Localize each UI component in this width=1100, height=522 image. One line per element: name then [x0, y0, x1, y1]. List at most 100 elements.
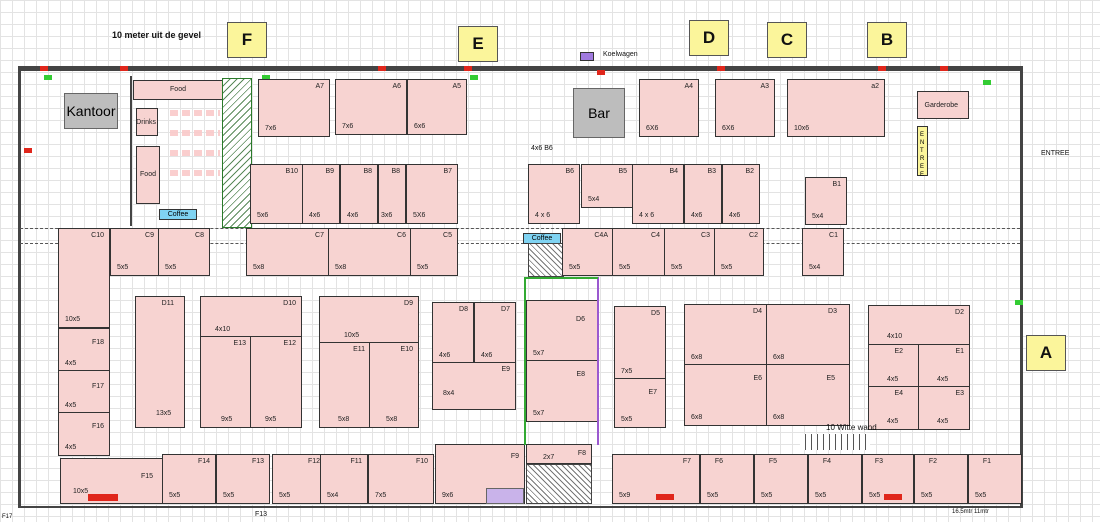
booth-size: 5x9	[619, 492, 631, 499]
booth-size: 5x5	[869, 492, 881, 499]
booth-size: 13x5	[156, 410, 172, 417]
zone-sign-a: A	[1026, 335, 1066, 371]
booth-id: E3	[955, 390, 964, 397]
booth-size: 5x5	[169, 492, 181, 499]
booth-size: 5x8	[386, 416, 398, 423]
food-stand-top: Food	[133, 80, 223, 100]
entree-sign-label: ENTREE	[920, 132, 925, 178]
green-marker	[983, 80, 991, 85]
booth-id: F18	[91, 339, 104, 346]
booth-size: 5x5	[569, 264, 581, 271]
booth-id: D3	[828, 308, 837, 315]
booth-id: C4A	[594, 232, 608, 239]
booth-id: E5	[826, 375, 835, 382]
booth-size: 5X6	[413, 212, 426, 219]
booth-size: 9x5	[221, 416, 233, 423]
booth-id: F9	[510, 453, 519, 460]
booth-size: 5x5	[619, 264, 631, 271]
booth-size: 5x5	[721, 264, 733, 271]
kantoor-room: Kantoor	[64, 93, 118, 129]
booth-id: D8	[459, 306, 468, 313]
hatched-passage	[222, 78, 252, 228]
booth-size: 10x5	[73, 488, 89, 495]
booth-id: E9	[501, 366, 510, 373]
booth-size: 5x5	[223, 492, 235, 499]
booth-size: 5x5	[921, 492, 933, 499]
booth-e3[interactable]: E3 4x5	[918, 386, 970, 430]
booth-size: 4x5	[887, 418, 899, 425]
booth-id: B4	[669, 168, 678, 175]
booth-size: 4x5	[937, 418, 949, 425]
booth-c4a[interactable]: C4A 5x5	[562, 228, 614, 276]
booth-id: B6	[565, 168, 574, 175]
booth-id: E12	[283, 340, 296, 347]
booth-id: B8	[363, 168, 372, 175]
booth-size: 10x5	[344, 332, 360, 339]
corridor-line	[20, 243, 1020, 244]
